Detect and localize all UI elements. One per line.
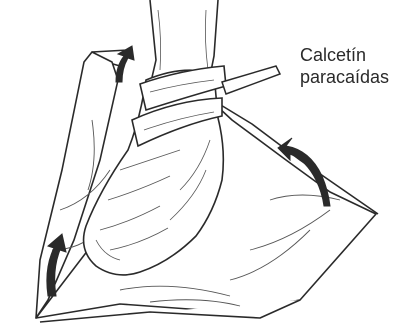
label-line-2: paracaídas xyxy=(300,66,389,88)
cord xyxy=(222,66,280,94)
parachute-sock-label: Calcetín paracaídas xyxy=(300,44,389,88)
label-line-1: Calcetín xyxy=(300,44,389,66)
